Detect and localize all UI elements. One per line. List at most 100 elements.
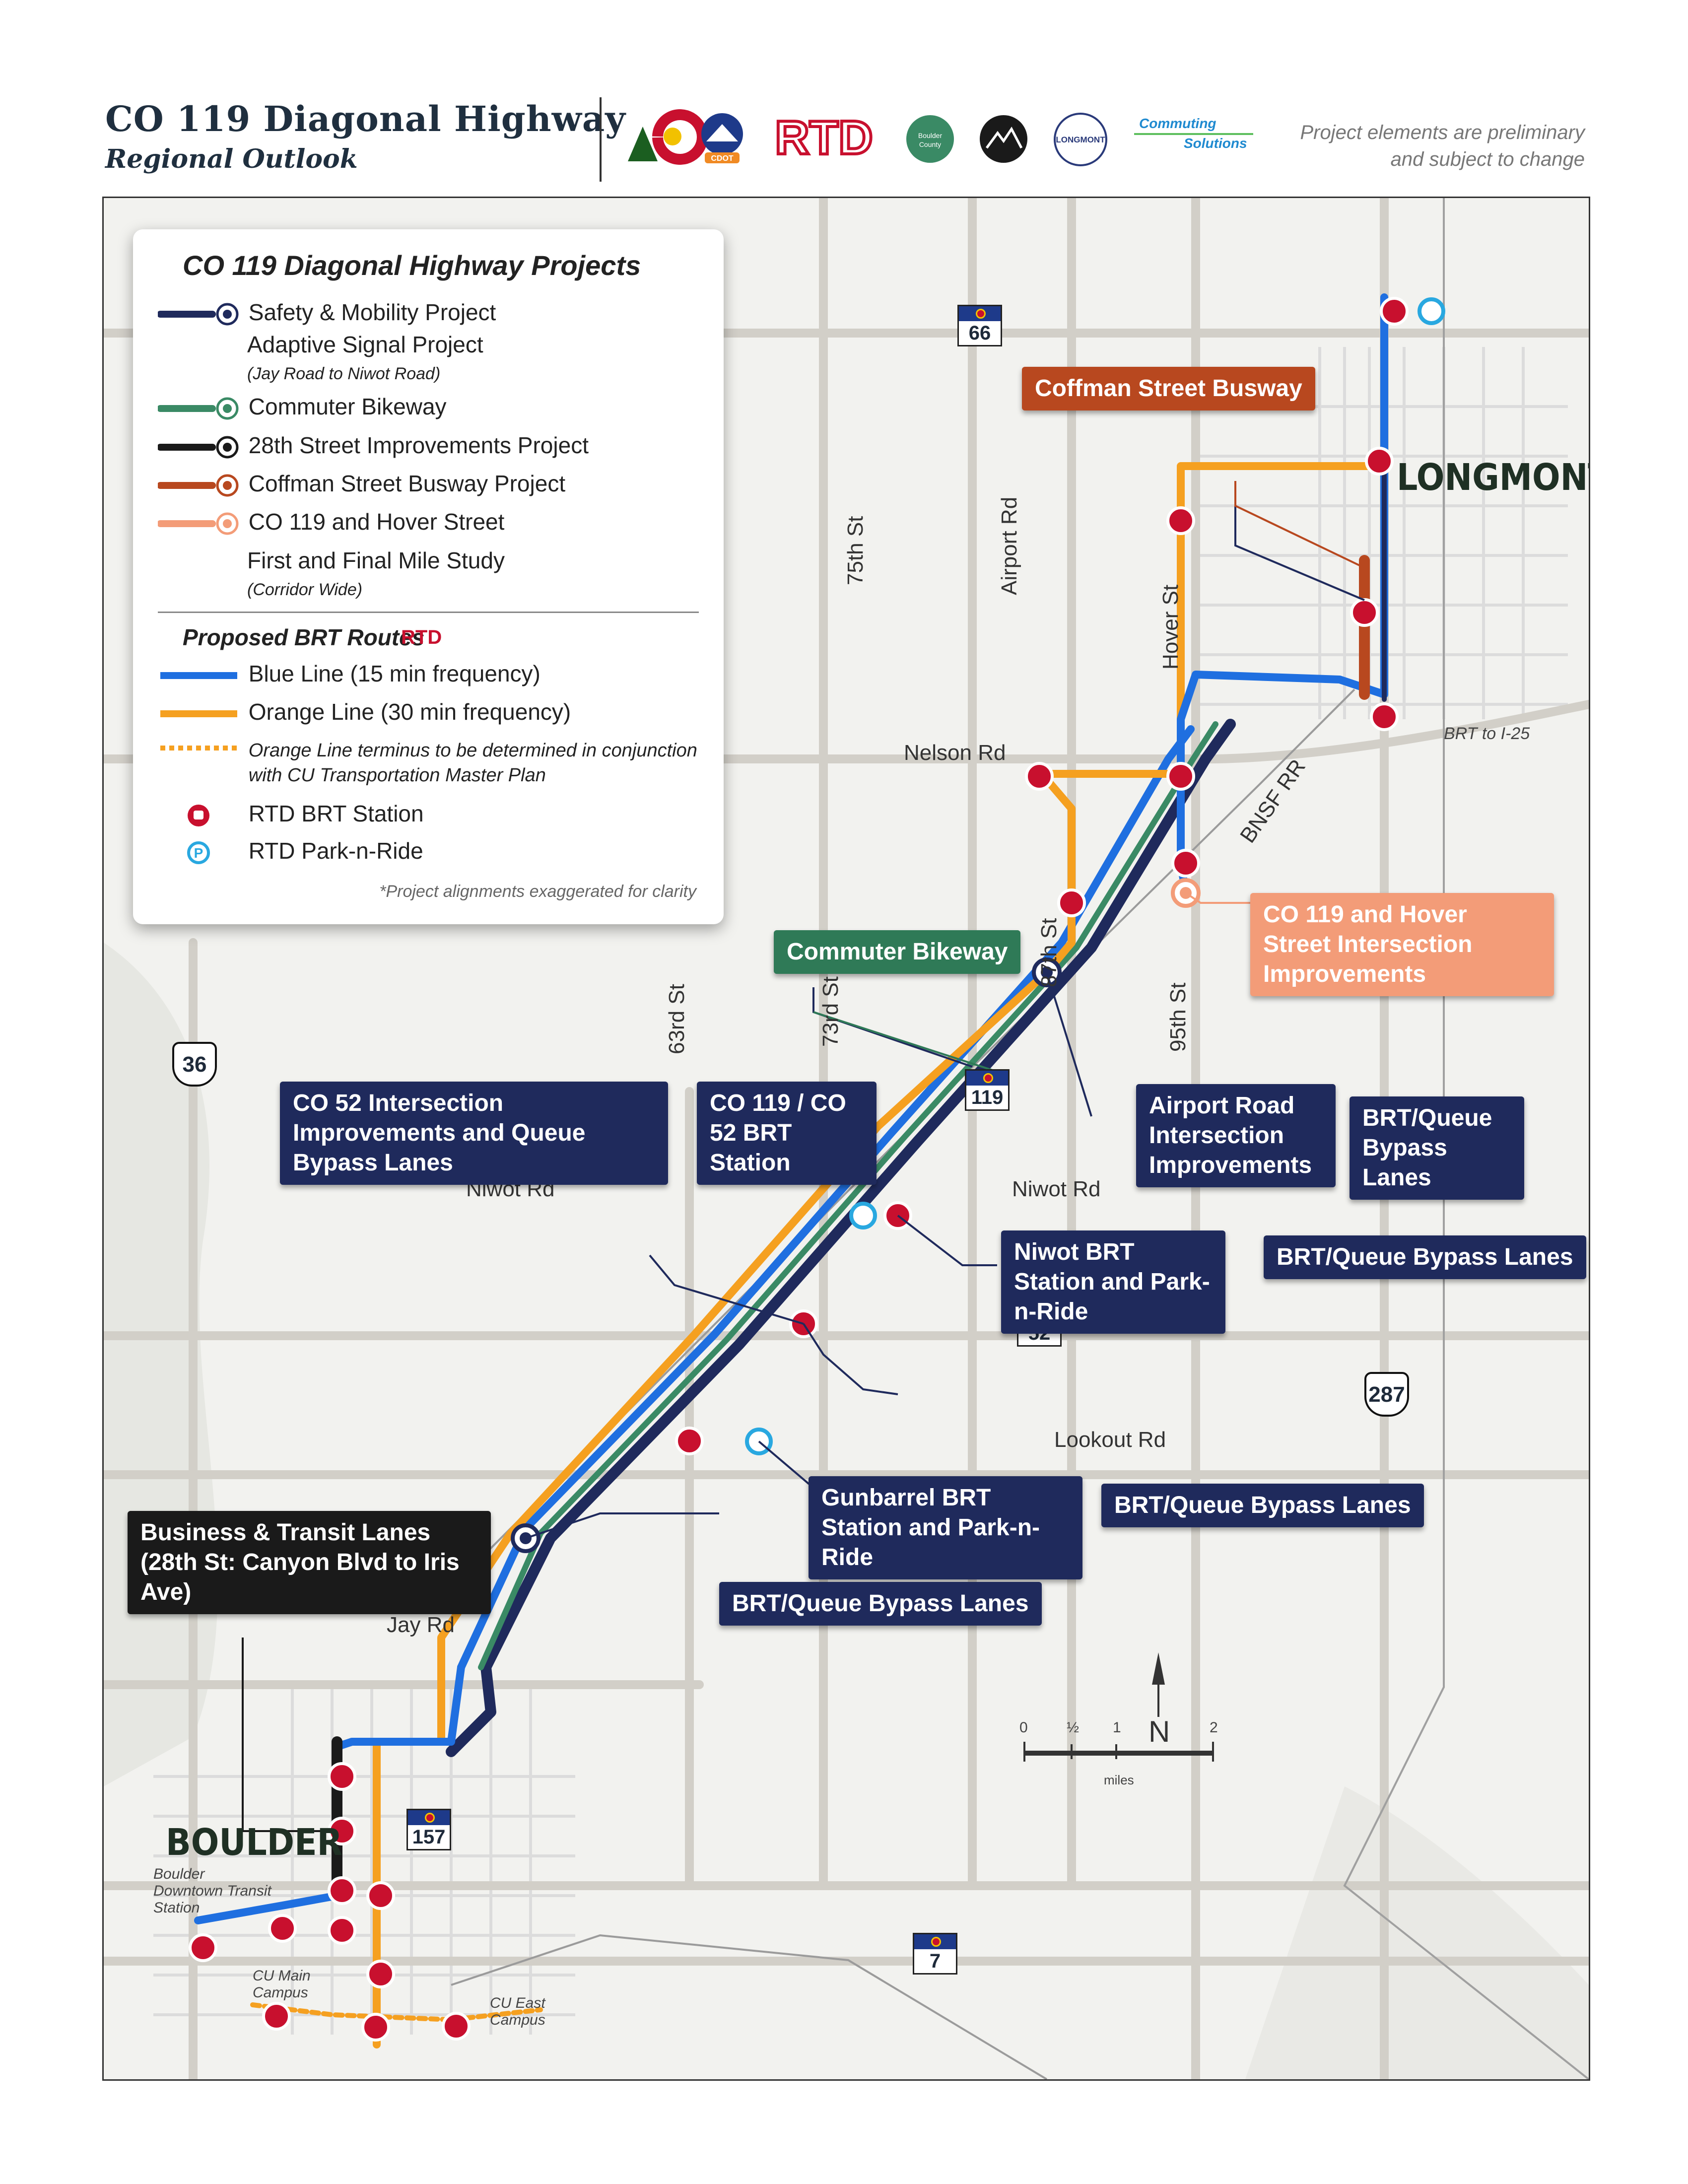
- legend-rtd-logo: RTD: [401, 626, 442, 648]
- disclaimer-note: Project elements are preliminary and sub…: [1237, 119, 1585, 173]
- city-of-boulder-logo: [978, 113, 1029, 165]
- svg-text:Commuting: Commuting: [1139, 116, 1216, 131]
- legend-label: 28th Street Improvements Project: [248, 432, 589, 458]
- legend-label: Orange Line (30 min frequency): [248, 699, 571, 725]
- svg-text:Boulder: Boulder: [918, 132, 943, 139]
- legend-divider: [158, 612, 699, 613]
- legend-label: CO 119 and Hover Street: [248, 509, 505, 535]
- svg-text:LONGMONT: LONGMONT: [1056, 135, 1105, 144]
- callout-airport-road: Airport Road Intersection Improvements: [1136, 1084, 1336, 1187]
- legend-label: Blue Line (15 min frequency): [248, 661, 540, 686]
- us-287-shield: 287: [1364, 1372, 1409, 1417]
- scale-bar: [1023, 1742, 1214, 1762]
- callout-gunbarrel-station: Gunbarrel BRT Station and Park-n-Ride: [809, 1476, 1082, 1579]
- legend-line-icon: [160, 746, 237, 751]
- legend-line-icon: [157, 512, 239, 535]
- callout-brt-queue-niwot: BRT/Queue Bypass Lanes: [1264, 1235, 1586, 1279]
- callout-brt-queue-gunbarrel: BRT/Queue Bypass Lanes: [1101, 1484, 1424, 1527]
- legend-label: RTD BRT Station: [248, 801, 424, 826]
- legend-line-icon: [157, 474, 239, 497]
- commuting-solutions-logo: Commuting Solutions: [1129, 115, 1258, 155]
- scale-tick-half: ½: [1067, 1719, 1080, 1736]
- legend-first-final-mile: First and Final Mile Study (Corridor Wid…: [247, 547, 505, 601]
- legend-label-2: with CU Transportation Master Plan: [248, 765, 546, 786]
- co-119-shield: 119: [965, 1069, 1010, 1111]
- park-n-ride-icon: P: [187, 841, 210, 864]
- svg-text:County: County: [919, 140, 941, 148]
- legend-footnote: *Project alignments exaggerated for clar…: [379, 882, 696, 901]
- disclaimer-line-2: and subject to change: [1390, 148, 1585, 170]
- legend-28th-street: 28th Street Improvements Project: [157, 432, 589, 460]
- boulder-label: BOULDER: [166, 1821, 342, 1864]
- longmont-label: LONGMONT: [1397, 456, 1590, 499]
- legend-label: Coffman Street Busway Project: [248, 471, 566, 496]
- 87th-st-label: 87th St: [1037, 918, 1061, 987]
- north-label: N: [1148, 1715, 1170, 1748]
- legend-coffman: Coffman Street Busway Project: [157, 470, 566, 498]
- scale-tick-1: 1: [1113, 1719, 1121, 1736]
- callout-hover-intersection: CO 119 and Hover Street Intersection Imp…: [1250, 893, 1554, 996]
- legend-line-icon: [160, 710, 237, 717]
- callout-brt-queue-airport: BRT/Queue Bypass Lanes: [1350, 1096, 1524, 1200]
- boulder-county-logo: Boulder County: [904, 113, 956, 165]
- legend-note: (Corridor Wide): [247, 580, 363, 599]
- legend-orange-terminus: Orange Line terminus to be determined in…: [158, 738, 697, 788]
- 73rd-st-label: 73rd St: [818, 976, 843, 1047]
- legend-blue-line: Blue Line (15 min frequency): [158, 660, 540, 687]
- legend-brt-station: RTD BRT Station: [158, 800, 424, 828]
- legend-orange-line: Orange Line (30 min frequency): [158, 698, 571, 725]
- svg-text:P: P: [194, 845, 203, 861]
- scale-unit: miles: [1104, 1773, 1134, 1787]
- legend-label: Commuter Bikeway: [248, 394, 447, 419]
- 75th-st-label: 75th St: [843, 516, 868, 585]
- callout-commuter-bikeway: Commuter Bikeway: [774, 930, 1021, 974]
- co-157-shield: 157: [406, 1809, 451, 1850]
- callout-co52: CO 52 Intersection Improvements and Queu…: [280, 1082, 668, 1185]
- legend-line-icon: [157, 397, 239, 420]
- lookout-rd-label: Lookout Rd: [1054, 1428, 1166, 1452]
- callout-business-transit: Business & Transit Lanes (28th St: Canyo…: [128, 1511, 491, 1614]
- callout-coffman-busway: Coffman Street Busway: [1022, 367, 1315, 410]
- legend-hover-street: CO 119 and Hover Street: [157, 508, 505, 536]
- callout-niwot-station: Niwot BRT Station and Park-n-Ride: [1001, 1230, 1225, 1334]
- scale-tick-2: 2: [1210, 1719, 1218, 1736]
- hover-st-label: Hover St: [1158, 584, 1183, 670]
- callout-brt-queue-jay: BRT/Queue Bypass Lanes: [719, 1582, 1042, 1626]
- legend-safety-mobility: Safety & Mobility Project: [157, 299, 496, 327]
- legend-title: CO 119 Diagonal Highway Projects: [183, 250, 641, 281]
- map-legend: CO 119 Diagonal Highway Projects Safety …: [133, 229, 724, 924]
- 63rd-st-label: 63rd St: [665, 984, 689, 1054]
- jay-rd-label: Jay Rd: [387, 1613, 455, 1637]
- legend-label: Adaptive Signal Project: [247, 332, 483, 357]
- page-subtitle: Regional Outlook: [105, 144, 358, 174]
- legend-label: RTD Park-n-Ride: [248, 838, 423, 864]
- rtd-logo: RTD: [769, 110, 878, 166]
- legend-park-n-ride: P RTD Park-n-Ride: [158, 837, 423, 865]
- legend-brt-title: Proposed BRT Routes: [183, 624, 425, 650]
- co-66-shield: 66: [957, 305, 1002, 346]
- callout-co119-co52-station: CO 119 / CO 52 BRT Station: [697, 1082, 877, 1185]
- legend-line-icon: [157, 436, 239, 459]
- airport-rd-label: Airport Rd: [997, 496, 1021, 595]
- scale-tick-0: 0: [1019, 1719, 1028, 1736]
- cu-main-label: CU Main Campus: [253, 1968, 311, 2001]
- legend-line-icon: [157, 303, 239, 326]
- brt-station-icon: [188, 804, 209, 826]
- legend-adaptive-signal: Adaptive Signal Project (Jay Road to Niw…: [247, 331, 483, 385]
- legend-label: Orange Line terminus to be determined in…: [248, 740, 697, 761]
- longmont-logo: LONGMONT: [1050, 112, 1111, 167]
- page-title: CO 119 Diagonal Highway: [105, 98, 626, 139]
- 95th-st-label: 95th St: [1166, 982, 1190, 1052]
- legend-line-icon: [160, 672, 237, 679]
- cdot-logo: CDOT: [623, 107, 752, 166]
- svg-text:CDOT: CDOT: [711, 154, 734, 163]
- legend-note: (Jay Road to Niwot Road): [247, 364, 441, 383]
- header-divider: [600, 97, 602, 182]
- legend-label: First and Final Mile Study: [247, 547, 505, 573]
- legend-label: Safety & Mobility Project: [248, 299, 496, 325]
- cu-east-label: CU East Campus: [490, 1995, 545, 2028]
- nelson-rd-label: Nelson Rd: [904, 741, 1006, 765]
- north-arrow: [1152, 1652, 1165, 1717]
- co-7-shield: 7: [913, 1933, 957, 1975]
- legend-commuter-bikeway: Commuter Bikeway: [157, 393, 447, 421]
